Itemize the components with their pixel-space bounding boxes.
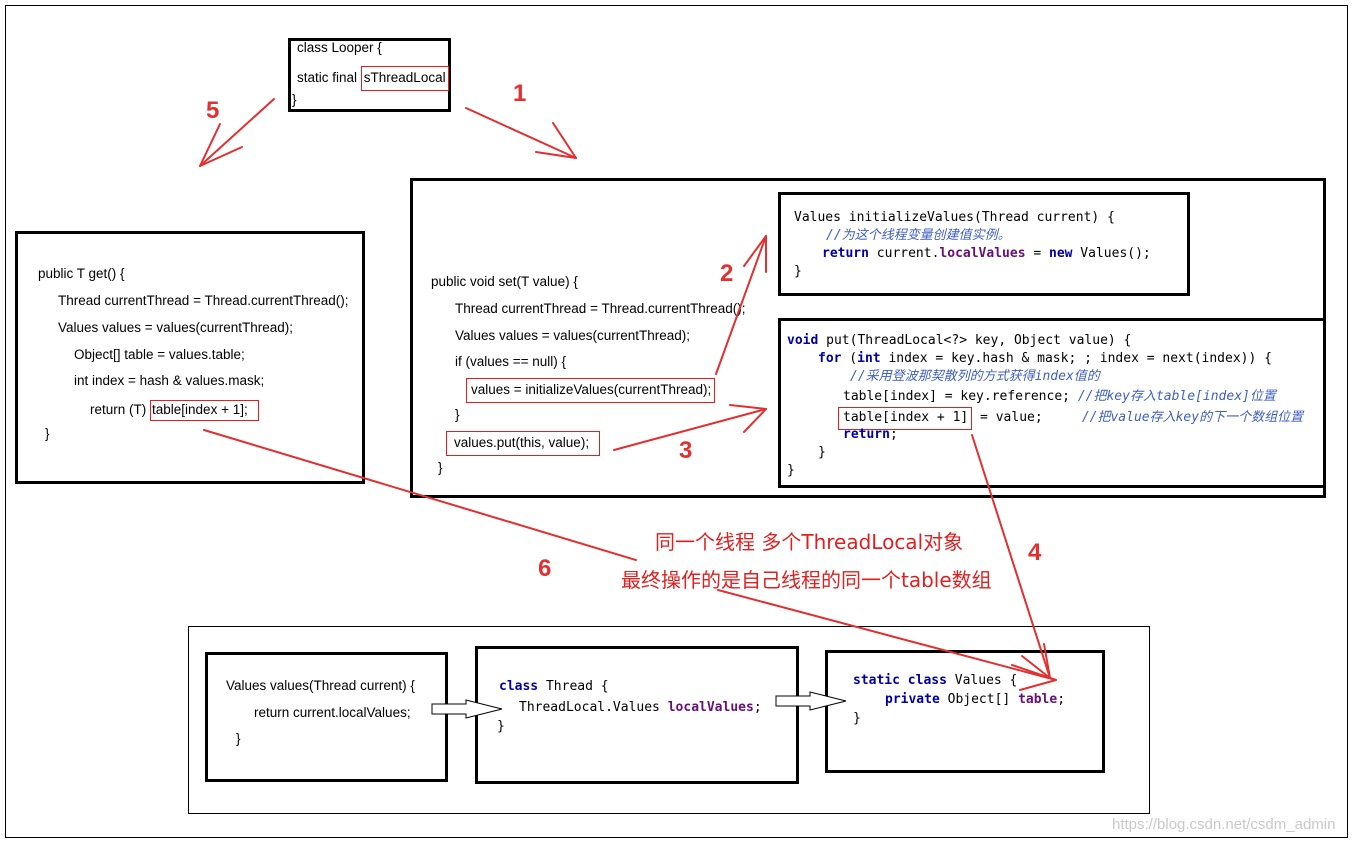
get-line-6: return (T) table[index + 1]; bbox=[90, 400, 259, 421]
valuescls-line-2: private Object[] table; bbox=[885, 692, 1066, 707]
label-4: 4 bbox=[1028, 539, 1042, 566]
get-line-3: Values values = values(currentThread); bbox=[58, 320, 293, 335]
valuescls-line-3: } bbox=[853, 711, 861, 726]
get-line-4: Object[] table = values.table; bbox=[74, 347, 245, 362]
looper-line-1: class Looper { bbox=[297, 40, 382, 55]
put-line-2: for (int index = key.hash & mask; ; inde… bbox=[818, 351, 1272, 366]
thread-line-1: class Thread { bbox=[499, 679, 609, 694]
annotation-line-2: 最终操作的是自己线程的同一个table数组 bbox=[621, 568, 992, 592]
looper-class-box bbox=[288, 38, 451, 112]
bottom-frame bbox=[188, 626, 1150, 814]
valuesfn-line-2: return current.localValues; bbox=[254, 705, 411, 720]
get-table-highlight: table[index + 1]; bbox=[150, 400, 259, 421]
set-line-1: public void set(T value) { bbox=[431, 274, 578, 289]
valuescls-line-1: static class Values { bbox=[853, 673, 1018, 688]
set-line-5-highlight: values = initializeValues(currentThread)… bbox=[466, 378, 716, 403]
get-line-7: } bbox=[45, 426, 50, 441]
hollow-arrow-values-to-thread bbox=[431, 699, 503, 719]
put-line-1: void put(ThreadLocal<?> key, Object valu… bbox=[787, 333, 1132, 348]
put-line-4: table[index] = key.reference; //把key存入ta… bbox=[843, 389, 1276, 404]
thread-line-2: ThreadLocal.Values localValues; bbox=[519, 700, 762, 715]
set-line-4: if (values == null) { bbox=[455, 354, 567, 369]
annotation-line-1: 同一个线程 多个ThreadLocal对象 bbox=[655, 530, 964, 554]
sthreadlocal-highlight: sThreadLocal bbox=[360, 66, 449, 91]
thread-class-box bbox=[475, 646, 799, 784]
label-5: 5 bbox=[206, 97, 220, 124]
arrow-5 bbox=[199, 98, 275, 167]
init-line-2: //为这个线程变量创建值实例。 bbox=[826, 228, 1011, 243]
put-line-8: } bbox=[787, 463, 795, 478]
label-2: 2 bbox=[720, 260, 734, 287]
label-6: 6 bbox=[538, 555, 552, 582]
hollow-arrow-thread-to-values bbox=[775, 691, 847, 711]
valuesfn-line-1: Values values(Thread current) { bbox=[226, 678, 415, 693]
arrow-1 bbox=[465, 107, 577, 159]
set-line-2: Thread currentThread = Thread.currentThr… bbox=[455, 301, 746, 316]
init-line-1: Values initializeValues(Thread current) … bbox=[794, 210, 1115, 225]
initialize-values-box bbox=[778, 192, 1190, 296]
values-class-box bbox=[825, 650, 1105, 773]
arrow-2 bbox=[715, 235, 767, 375]
arrow-3 bbox=[613, 404, 767, 451]
init-line-3: return current.localValues = new Values(… bbox=[822, 246, 1151, 261]
looper-line-2: static final sThreadLocal bbox=[297, 66, 449, 91]
valuesfn-line-3: } bbox=[236, 731, 241, 746]
arrow-4 bbox=[971, 434, 1051, 679]
set-line-6: } bbox=[455, 407, 460, 422]
get-line-5: int index = hash & values.mask; bbox=[74, 373, 265, 388]
arrow-6 bbox=[203, 429, 1057, 691]
put-line-3: //采用登波那契散列的方式获得index值的 bbox=[850, 369, 1100, 384]
put-line-6: return; bbox=[843, 427, 898, 442]
put-line-5: table[index + 1] = value; //把value存入key的… bbox=[838, 407, 1303, 430]
looper-line-3: } bbox=[292, 92, 297, 107]
put-table-highlight: table[index + 1] bbox=[838, 407, 973, 430]
watermark: https://blog.csdn.net/csdm_admin bbox=[1112, 816, 1336, 833]
set-line-7-highlight: values.put(this, value); bbox=[446, 431, 601, 456]
init-line-4: } bbox=[794, 264, 802, 279]
label-3: 3 bbox=[679, 437, 693, 464]
get-method-box bbox=[15, 231, 365, 484]
outer-frame bbox=[5, 5, 1348, 838]
set-line-3: Values values = values(currentThread); bbox=[455, 328, 690, 343]
get-line-1: public T get() { bbox=[38, 266, 125, 281]
label-1: 1 bbox=[513, 80, 527, 107]
values-method-box bbox=[205, 652, 448, 782]
set-line-8: } bbox=[438, 460, 443, 475]
put-method-box bbox=[778, 318, 1326, 488]
get-line-2: Thread currentThread = Thread.currentThr… bbox=[58, 293, 349, 308]
thread-line-3: } bbox=[497, 719, 505, 734]
put-line-7: } bbox=[818, 445, 826, 460]
